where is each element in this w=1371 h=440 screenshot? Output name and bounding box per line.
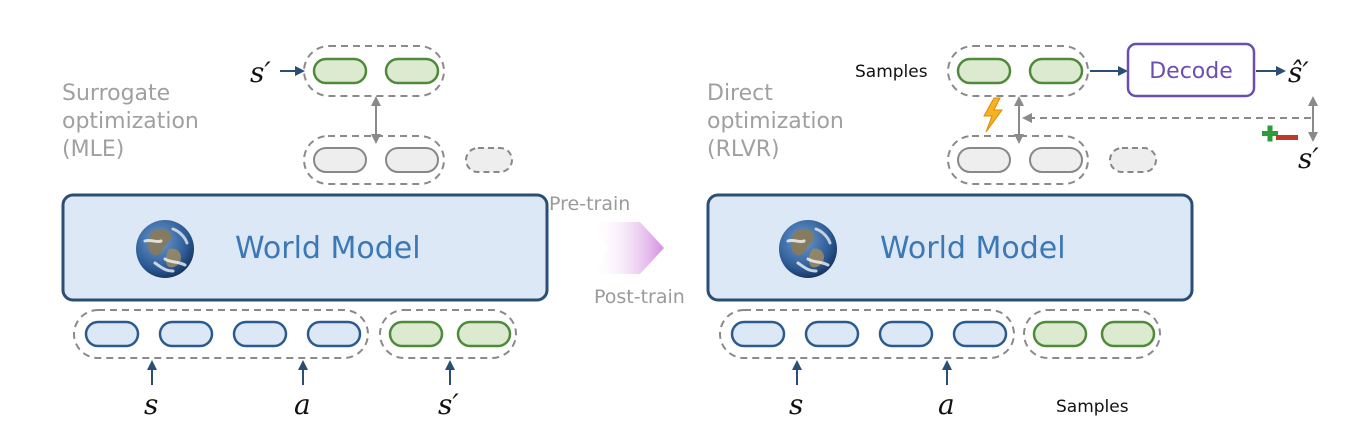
right-s-prime-label: s′ [1298, 142, 1319, 175]
right-input-token-1 [730, 320, 786, 348]
gradient-arrow-icon [592, 222, 664, 274]
left-next-state-group [379, 309, 517, 359]
right-output-token-1 [957, 147, 1011, 173]
right-sample-bottom-token-1 [1032, 320, 1088, 348]
left-panel: Surrogate optimization (MLE) s′ World Mo… [61, 45, 549, 421]
left-output-token-1 [313, 147, 367, 173]
lightning-icon [983, 97, 1003, 133]
left-output-token-2 [385, 147, 439, 173]
right-bottom-a: a [938, 388, 955, 421]
right-input-token-2 [804, 320, 860, 348]
left-input-group [73, 309, 369, 359]
right-bottom-s: s [789, 388, 803, 421]
earth-icon [135, 219, 195, 279]
left-bottom-s-prime: s′ [438, 388, 459, 421]
right-sample-token-2 [1028, 57, 1084, 85]
left-world-model-box [61, 193, 549, 302]
posttrain-label: Post-train [594, 286, 685, 308]
left-next-state-token-2 [456, 320, 512, 348]
left-title-line-1: Surrogate [62, 81, 170, 106]
pretrain-label: Pre-train [549, 193, 630, 215]
plus-minus-icon [1262, 125, 1298, 142]
right-bottom-samples: Samples [1056, 397, 1129, 417]
right-title-line-2: optimization [707, 109, 844, 134]
left-target-token-2 [384, 57, 440, 85]
right-sample-bottom-group [1023, 309, 1161, 359]
s-hat-label: ŝ′ [1288, 56, 1309, 89]
left-world-model-label: World Model [235, 231, 421, 266]
decode-box [1126, 42, 1256, 98]
right-title-line-3: (RLVR) [707, 137, 780, 162]
left-input-token-1 [84, 320, 140, 348]
phase-transition: Pre-train Post-train [549, 193, 685, 308]
right-world-model-label: World Model [880, 231, 1066, 266]
right-sample-token-1 [956, 57, 1012, 85]
right-world-model-box [706, 193, 1194, 302]
left-input-token-4 [306, 320, 362, 348]
left-title-line-3: (MLE) [62, 137, 124, 162]
left-target-token-1 [312, 57, 368, 85]
left-bottom-s: s [144, 388, 158, 421]
left-bottom-a: a [294, 388, 311, 421]
right-title-line-1: Direct [707, 81, 773, 106]
right-sample-bottom-token-2 [1100, 320, 1156, 348]
decode-label: Decode [1149, 59, 1233, 84]
right-input-token-3 [878, 320, 934, 348]
left-input-token-3 [232, 320, 288, 348]
left-output-token-3 [465, 147, 513, 173]
right-input-token-4 [952, 320, 1008, 348]
left-top-s-prime: s′ [250, 56, 271, 89]
left-title-line-2: optimization [62, 109, 199, 134]
right-output-token-3 [1109, 147, 1157, 173]
earth-icon [778, 219, 838, 279]
right-input-group [719, 309, 1015, 359]
right-panel: Direct optimization (RLVR) Samples Decod… [706, 42, 1319, 421]
left-next-state-token-1 [388, 320, 444, 348]
right-samples-top-label: Samples [855, 62, 928, 82]
left-input-token-2 [158, 320, 214, 348]
right-output-token-2 [1029, 147, 1083, 173]
